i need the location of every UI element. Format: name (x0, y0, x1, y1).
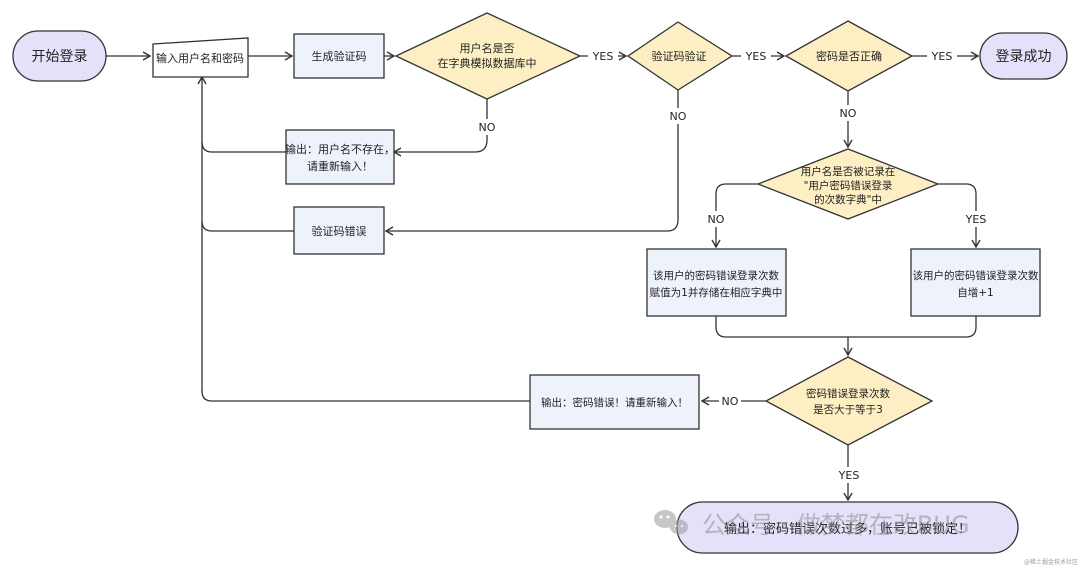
err-code-node: 验证码错误 (293, 206, 385, 255)
recorded-decision: 用户名是否被记录在 "用户密码错误登录 的次数字典"中 (756, 148, 940, 220)
edge-verify-errcode (384, 90, 679, 236)
no-label-4: NO (708, 213, 725, 226)
watermark-small: @稀土掘金技术社区 (1024, 558, 1078, 566)
err-user-line2: 请重新输入！ (307, 159, 373, 173)
err-code-label: 验证码错误 (312, 224, 367, 238)
err-pwd-label: 输出：密码错误！请重新输入！ (541, 396, 688, 409)
incr-node: 该用户的密码错误登录次数 自增+1 (910, 248, 1041, 317)
recorded-line2: "用户密码错误登录 (804, 179, 893, 192)
success-node: 登录成功 (979, 32, 1068, 80)
err-pwd-node: 输出：密码错误！请重新输入！ (529, 374, 700, 430)
edge-recorded-incr (938, 183, 981, 249)
no-label-2: NO (670, 110, 687, 123)
edge-erruser-trunk (201, 141, 286, 153)
edge-recorded-setone (711, 183, 758, 249)
edge-errcode-trunk (201, 220, 294, 232)
count-check-line2: 是否大于等于3 (813, 403, 883, 416)
input-label: 输入用户名和密码 (156, 51, 244, 65)
yes-label-1: YES (592, 50, 614, 63)
incr-line2: 自增+1 (957, 286, 993, 299)
gen-code-node: 生成验证码 (293, 33, 385, 79)
recorded-line3: 的次数字典"中 (814, 193, 882, 206)
start-label: 开始登录 (32, 49, 88, 65)
verify-code-decision: 验证码验证 (626, 21, 734, 91)
check-pwd-decision: 密码是否正确 (784, 20, 914, 92)
incr-line1: 该用户的密码错误登录次数 (913, 269, 1039, 282)
count-check-line1: 密码错误登录次数 (806, 387, 890, 400)
count-check-decision: 密码错误登录次数 是否大于等于3 (764, 356, 934, 446)
locked-label: 输出：密码错误次数过多，账号已被锁定！ (724, 521, 971, 537)
edge-labels: YES YES YES NO NO NO NO YES NO YES (476, 48, 991, 483)
check-pwd-label: 密码是否正确 (816, 49, 882, 63)
verify-code-label: 验证码验证 (652, 49, 707, 63)
yes-label-2: YES (745, 50, 767, 63)
check-user-line2: 在字典模拟数据库中 (438, 56, 537, 70)
set-one-node: 该用户的密码错误登录次数 赋值为1并存储在相应字典中 (646, 248, 787, 317)
success-label: 登录成功 (996, 49, 1052, 65)
set-one-line1: 该用户的密码错误登录次数 (653, 269, 779, 282)
no-label-1: NO (479, 121, 496, 134)
err-user-line1: 输出：用户名不存在， (285, 142, 395, 156)
wechat-icon (654, 510, 688, 535)
locked-node: 输出：密码错误次数过多，账号已被锁定！ (676, 501, 1019, 554)
recorded-line1: 用户名是否被记录在 (801, 165, 896, 178)
gen-code-label: 生成验证码 (312, 49, 367, 63)
edge-errpwd-trunk (201, 390, 530, 402)
edge-checkuser-erruser (392, 99, 488, 157)
check-user-line1: 用户名是否 (460, 41, 515, 55)
err-user-node: 输出：用户名不存在， 请重新输入！ (285, 129, 395, 185)
yes-label-4: YES (965, 213, 987, 226)
yes-label-5: YES (838, 469, 860, 482)
watermark: 公众号 · 做梦都在改BUG (654, 510, 970, 539)
check-user-decision: 用户名是否 在字典模拟数据库中 (394, 12, 582, 100)
watermark-text: 公众号 · 做梦都在改BUG (702, 511, 970, 539)
start-node: 开始登录 (12, 30, 107, 82)
no-label-5: NO (722, 395, 739, 408)
no-label-3: NO (840, 107, 857, 120)
input-node: 输入用户名和密码 (152, 37, 249, 78)
yes-label-3: YES (931, 50, 953, 63)
set-one-line2: 赋值为1并存储在相应字典中 (650, 286, 783, 299)
edge-merge (715, 316, 977, 338)
